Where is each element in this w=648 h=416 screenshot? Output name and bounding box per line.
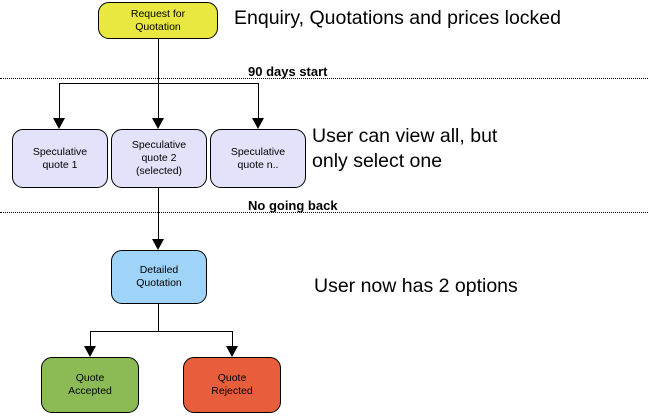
- note-enquiry-prices-locked: Enquiry, Quotations and prices locked: [234, 7, 561, 29]
- connector-drop-spec1: [59, 83, 60, 119]
- separator-label-no-going-back: No going back: [248, 198, 338, 213]
- arrowhead-detailed: [152, 239, 164, 250]
- note-user-two-options: User now has 2 options: [314, 275, 518, 297]
- connector-detailed-split-bar: [90, 331, 232, 332]
- connector-rfq-stem: [158, 39, 159, 83]
- node-speculative-quote-1[interactable]: Speculative quote 1: [12, 129, 108, 188]
- separator-label-90-days: 90 days start: [248, 64, 328, 79]
- node-request-for-quotation[interactable]: Request for Quotation: [98, 2, 218, 39]
- arrowhead-spec2: [152, 118, 164, 129]
- note-view-all-select-one: User can view all, but only select one: [312, 125, 498, 173]
- arrowhead-rejected: [226, 346, 238, 357]
- connector-drop-accepted: [90, 331, 91, 347]
- arrowhead-spec1: [53, 118, 65, 129]
- node-quote-rejected[interactable]: Quote Rejected: [183, 357, 281, 413]
- node-speculative-quote-2-selected[interactable]: Speculative quote 2 (selected): [111, 129, 207, 188]
- connector-rfq-split-bar: [59, 83, 259, 84]
- connector-detailed-stem: [158, 304, 159, 331]
- connector-drop-spec2: [158, 83, 159, 119]
- separator-line-no-going-back: [0, 212, 648, 213]
- arrowhead-spec3: [252, 118, 264, 129]
- separator-line-90-days: [0, 78, 648, 79]
- arrowhead-accepted: [84, 346, 96, 357]
- node-speculative-quote-n[interactable]: Speculative quote n..: [210, 129, 306, 188]
- node-quote-accepted[interactable]: Quote Accepted: [41, 357, 139, 413]
- connector-spec2-to-detailed: [158, 188, 159, 241]
- connector-drop-spec3: [258, 83, 259, 119]
- connector-drop-rejected: [232, 331, 233, 347]
- node-detailed-quotation[interactable]: Detailed Quotation: [111, 250, 207, 304]
